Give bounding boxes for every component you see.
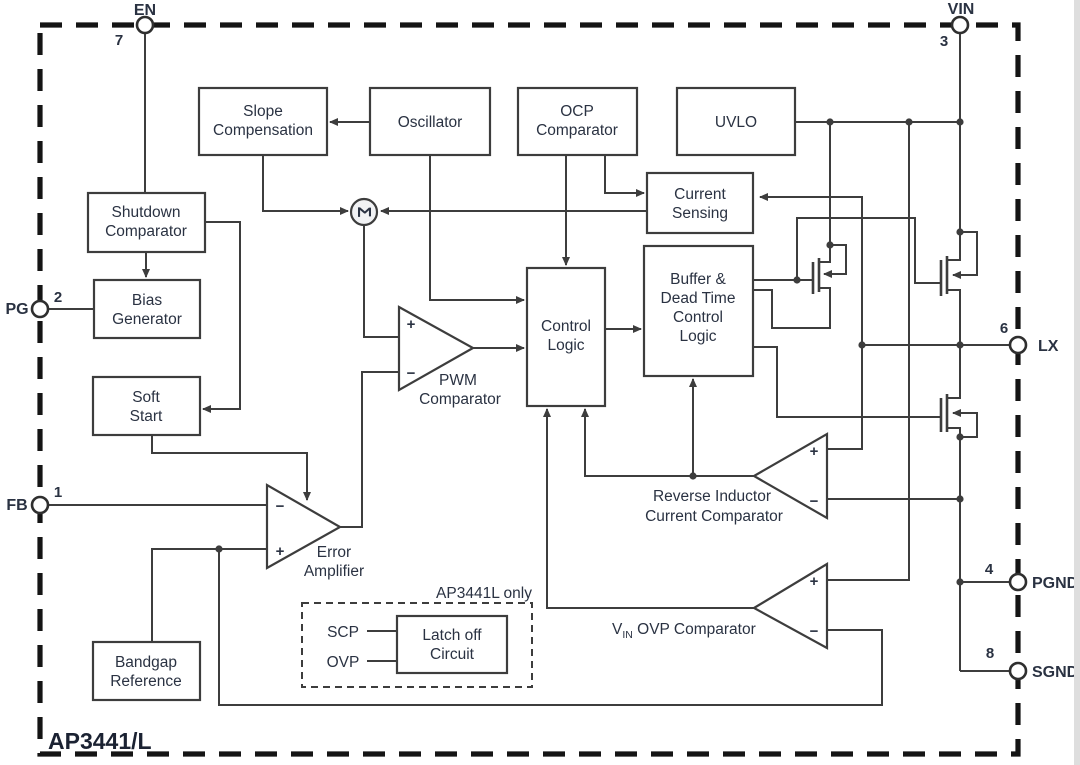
block-bandgap-reference: Bandgap Reference bbox=[91, 640, 202, 702]
block-uvlo: UVLO bbox=[675, 86, 797, 157]
reverse-minus-sign: − bbox=[810, 493, 819, 510]
pin-vin-number: 3 bbox=[940, 33, 948, 50]
svg-text:Start: Start bbox=[130, 408, 163, 425]
error-amplifier-label: Error bbox=[317, 544, 351, 561]
part-title: AP3441/L bbox=[48, 728, 152, 754]
svg-text:Logic: Logic bbox=[679, 328, 716, 345]
block-soft-start: Soft Start bbox=[91, 375, 202, 437]
current-sensing-label: Current bbox=[674, 186, 726, 203]
svg-text:Comparator: Comparator bbox=[105, 223, 187, 240]
pin-en-label: EN bbox=[134, 2, 156, 19]
ovp-plus-sign: + bbox=[810, 573, 819, 590]
shutdown-label: Shutdown bbox=[112, 204, 181, 221]
pin-pg: PG 2 bbox=[5, 289, 62, 319]
block-bias-generator: Bias Generator bbox=[92, 278, 202, 340]
vin-ovp-comparator-label: VIN OVP Comparator bbox=[612, 621, 756, 641]
latch-off-option: AP3441L only SCP OVP Latch off Circuit bbox=[301, 585, 533, 688]
reverse-inductor-current-comparator: + − Reverse Inductor Current Comparator bbox=[645, 432, 829, 525]
oscillator-label: Oscillator bbox=[398, 114, 463, 131]
svg-text:Compensation: Compensation bbox=[213, 122, 313, 139]
svg-text:Comparator: Comparator bbox=[419, 391, 501, 408]
pin-pg-number: 2 bbox=[54, 289, 62, 306]
pin-en-number: 7 bbox=[115, 32, 123, 49]
svg-text:Logic: Logic bbox=[547, 337, 584, 354]
low-side-mosfet bbox=[939, 345, 978, 438]
svg-text:Dead Time: Dead Time bbox=[661, 290, 736, 307]
pin-lx-label: LX bbox=[1038, 338, 1059, 355]
block-oscillator: Oscillator bbox=[368, 86, 492, 157]
block-ocp-comparator: OCP Comparator bbox=[516, 86, 639, 157]
pwm-minus-sign: − bbox=[407, 365, 416, 382]
block-latch-off-circuit bbox=[395, 614, 509, 675]
block-slope-compensation: Slope Compensation bbox=[197, 86, 329, 157]
soft-start-label: Soft bbox=[132, 389, 160, 406]
pin-lx: LX 6 bbox=[1000, 320, 1059, 355]
error-plus-sign: + bbox=[276, 543, 285, 560]
bandgap-label: Bandgap bbox=[115, 654, 177, 671]
svg-text:Generator: Generator bbox=[112, 311, 182, 328]
slope-label: Slope bbox=[243, 103, 283, 120]
pin-fb-number: 1 bbox=[54, 484, 62, 501]
pin-pgnd-number: 4 bbox=[985, 561, 994, 578]
reverse-plus-sign: + bbox=[810, 443, 819, 460]
wires bbox=[48, 33, 1010, 706]
pin-fb-label: FB bbox=[6, 497, 27, 514]
pwm-comparator: + − PWM Comparator bbox=[397, 305, 501, 408]
ap3441l-only-label: AP3441L only bbox=[436, 585, 532, 602]
sigma-symbol: Σ bbox=[354, 207, 374, 218]
pin-en: EN 7 bbox=[115, 2, 156, 49]
vin-ovp-comparator: + − VIN OVP Comparator bbox=[612, 562, 829, 650]
chip-boundary bbox=[37, 22, 1021, 757]
block-buffer-dead-time: Buffer & Dead Time Control Logic bbox=[642, 244, 755, 378]
uvlo-label: UVLO bbox=[715, 114, 757, 131]
svg-text:Amplifier: Amplifier bbox=[304, 563, 364, 580]
svg-text:Comparator: Comparator bbox=[536, 122, 618, 139]
latch-off-dashed-box bbox=[301, 602, 533, 688]
ovp-label: OVP bbox=[327, 654, 360, 671]
svg-text:Circuit: Circuit bbox=[430, 646, 475, 663]
control-logic-label: Control bbox=[541, 318, 591, 335]
high-side-mosfet bbox=[939, 231, 978, 345]
scan-edge-artifact bbox=[1074, 0, 1080, 765]
svg-text:Current Comparator: Current Comparator bbox=[645, 508, 783, 525]
svg-text:Sensing: Sensing bbox=[672, 205, 728, 222]
pin-vin-label: VIN bbox=[948, 1, 975, 18]
svg-text:Control: Control bbox=[673, 309, 723, 326]
scp-label: SCP bbox=[327, 624, 359, 641]
pin-pgnd: PGND 4 bbox=[985, 561, 1078, 592]
buffer-label: Buffer & bbox=[670, 271, 726, 288]
pin-sgnd-number: 8 bbox=[986, 645, 994, 662]
pwm-comparator-label: PWM bbox=[439, 372, 477, 389]
latch-off-label: Latch off bbox=[422, 627, 482, 644]
summing-node: Σ bbox=[349, 197, 379, 227]
pin-sgnd-label: SGND bbox=[1032, 664, 1078, 681]
pin-lx-number: 6 bbox=[1000, 320, 1008, 337]
pin-fb: FB 1 bbox=[6, 484, 62, 515]
block-shutdown-comparator: Shutdown Comparator bbox=[86, 191, 207, 254]
error-amplifier: − + Error Amplifier bbox=[265, 483, 364, 580]
pin-pgnd-label: PGND bbox=[1032, 575, 1078, 592]
bias-label: Bias bbox=[132, 292, 162, 309]
block-control-logic: Control Logic bbox=[525, 266, 607, 408]
block-current-sensing: Current Sensing bbox=[645, 171, 755, 235]
ovp-minus-sign: − bbox=[810, 623, 819, 640]
pin-pg-label: PG bbox=[5, 301, 28, 318]
error-minus-sign: − bbox=[276, 498, 285, 515]
reverse-comparator-label: Reverse Inductor bbox=[653, 488, 771, 505]
junction-dots bbox=[215, 118, 964, 586]
pin-sgnd: SGND 8 bbox=[986, 645, 1078, 681]
ocp-label: OCP bbox=[560, 103, 594, 120]
pin-vin: VIN 3 bbox=[940, 1, 975, 50]
svg-text:Reference: Reference bbox=[110, 673, 182, 690]
sense-mosfet bbox=[811, 244, 847, 294]
pwm-plus-sign: + bbox=[407, 316, 416, 333]
